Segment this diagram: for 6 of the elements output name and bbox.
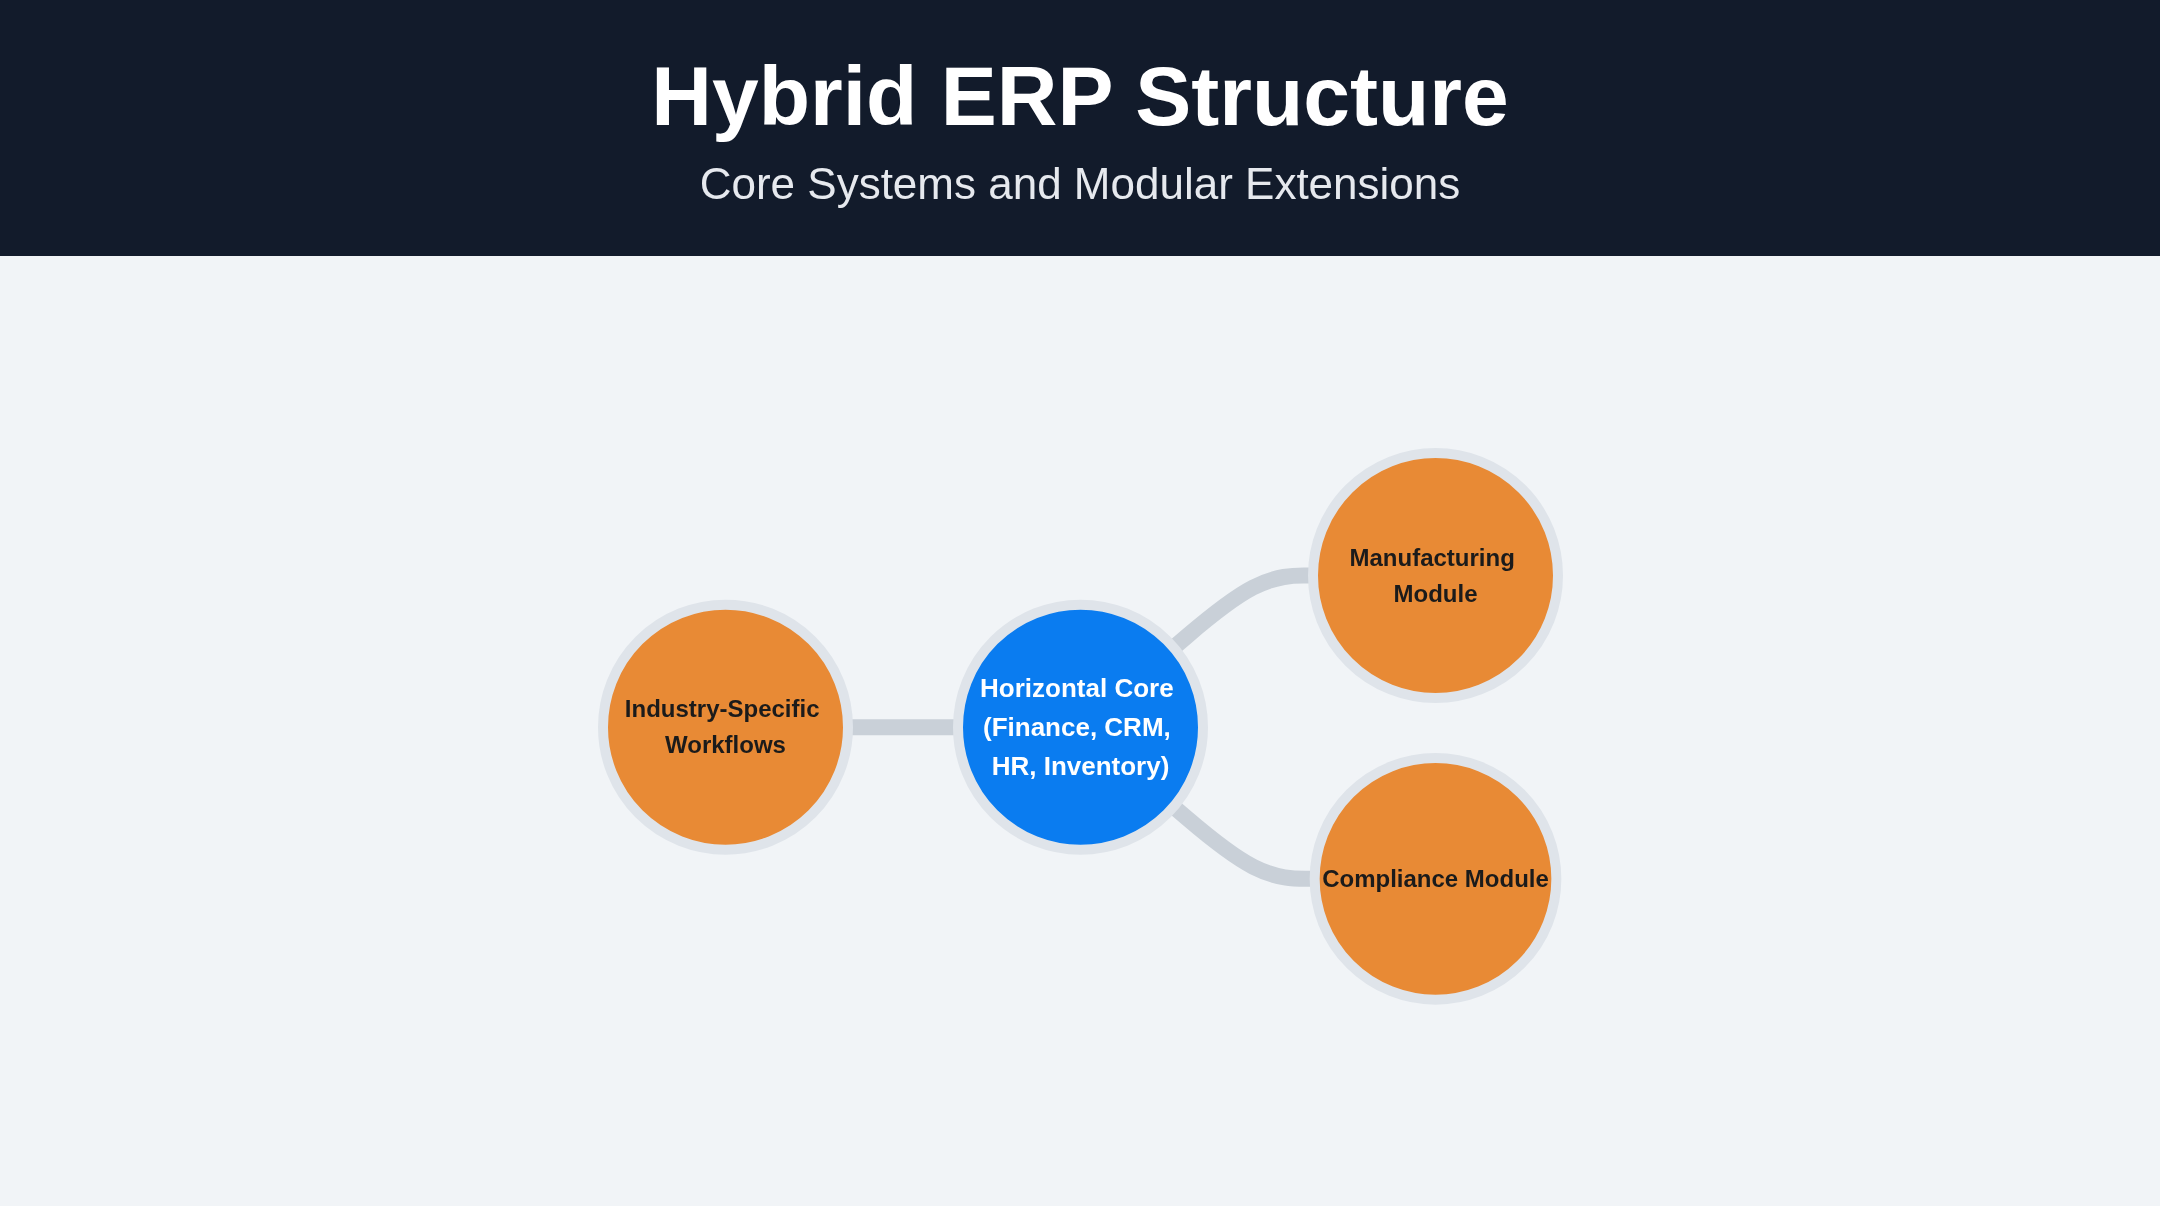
- title: Hybrid ERP Structure: [651, 47, 1509, 145]
- node-circle: Industry-Specific Workflows: [597, 599, 853, 855]
- subtitle: Core Systems and Modular Extensions: [699, 158, 1461, 209]
- node-circle: Manufacturing Module: [1307, 447, 1563, 703]
- node-circle: Compliance Module: [1309, 752, 1561, 1005]
- node-circle: Horizontal Core (Finance, CRM, HR, Inventory): [952, 599, 1208, 855]
